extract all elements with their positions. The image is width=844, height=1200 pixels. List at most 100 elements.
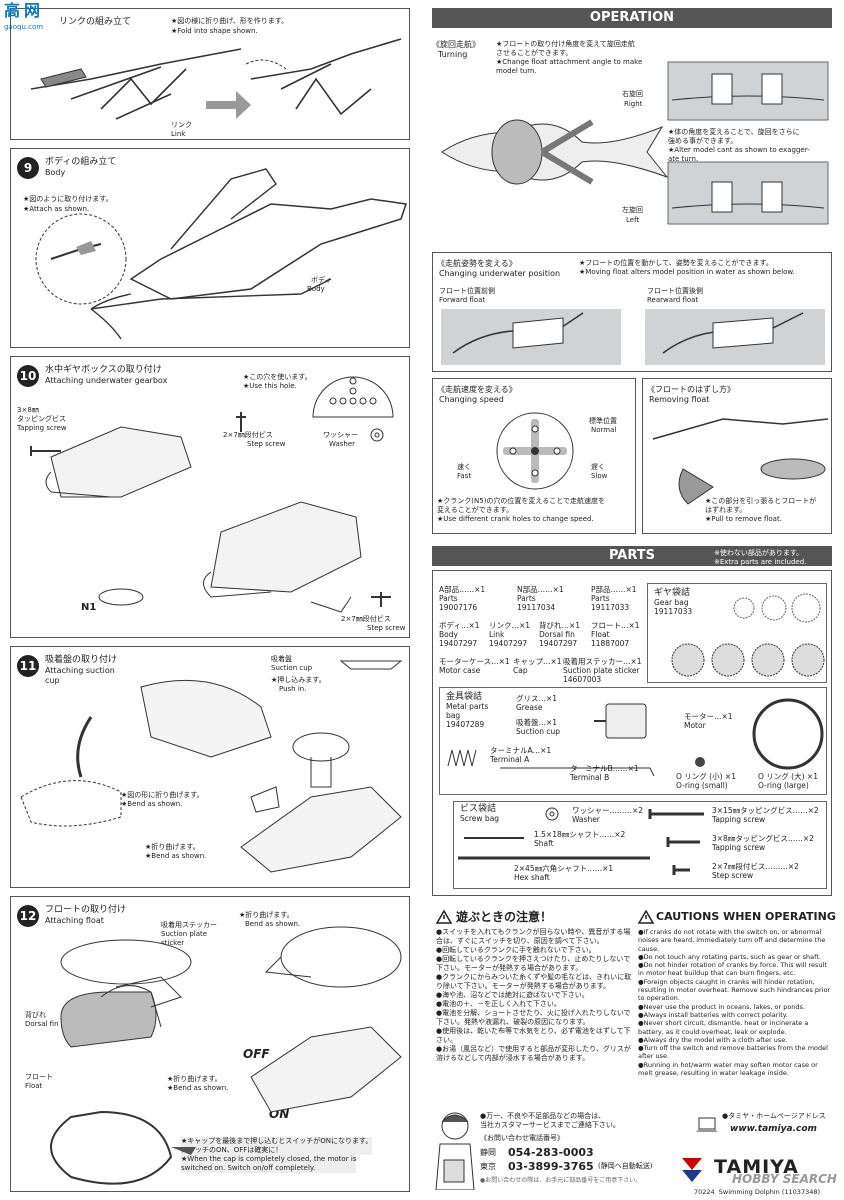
speed-note-en: ★Use different crank holes to change spe… <box>437 515 594 523</box>
step8-note-en: ★Fold into shape shown. <box>171 27 258 35</box>
part-p: P部品……×1 Parts 19117033 <box>591 585 637 612</box>
part-body: ボディ…×1 Body 19407297 <box>439 621 480 648</box>
right-turn-jp: 右旋回 <box>622 90 643 98</box>
turning-note-en: ★Change float attachment angle to make m… <box>496 58 643 75</box>
caution-jp-list: ●スイッチを入れてもクランクが回らない時や、異音がする場合は、すぐにスイッチを切… <box>436 928 632 1063</box>
caution-en-item: ●Running in hot/warm water may soften mo… <box>638 1060 818 1078</box>
step12-sticker-jp: 吸着用ステッカー <box>161 921 217 929</box>
caution-jp-title: 遊ぶときの注意！ <box>456 910 553 924</box>
inquiry-label: 《お問い合わせ電話番号》 <box>480 1134 564 1142</box>
remove-title-en: Removing float <box>649 395 710 404</box>
step12-fin-en: Dorsal fin <box>25 1020 59 1028</box>
caution-en-item: ●Always dry the model with a cloth after… <box>638 1035 788 1044</box>
step11-cup-jp: 吸着盤 <box>271 655 292 663</box>
service-note: ●万一、不良や不足部品などの場合は、 当社カスタマーサービスまでご連絡下さい。 <box>480 1112 620 1129</box>
step9-body-jp: ボディ <box>311 276 332 284</box>
step10-n1: N1 <box>81 602 97 613</box>
step12-title-jp: フロートの取り付け <box>45 905 127 915</box>
tokyo-label: 東京 <box>480 1162 496 1171</box>
caution-jp-item: ●お湯（風呂など）で使用すると部品が変形したり、グリスが溶けるなどして内部が浸水… <box>436 1045 631 1062</box>
step12-number: 12 <box>17 905 39 927</box>
turning-panel: 《旋回走航》 Turning ★フロートの取り付け角度を変えて旋回走航 させるこ… <box>432 32 832 252</box>
step12-bend-en: Bend as shown. <box>245 920 301 928</box>
caution-en-title: CAUTIONS WHEN OPERATING <box>656 910 836 923</box>
part-washer: ワッシャー………×2 Washer <box>572 806 644 824</box>
screw-bag: ビス袋詰 Screw bag ワッシャー………×2 Washer 1.5×18㎜… <box>453 801 827 889</box>
caution-en-item: ●Turn off the switch and remove batterie… <box>638 1044 828 1061</box>
metal-parts-drawing <box>447 698 824 777</box>
slow-jp: 遅く <box>591 463 605 471</box>
parts-panel: A部品……×1 Parts 19007176 N部品……×1 Parts 191… <box>432 570 832 896</box>
step12-float-jp: フロート <box>25 1073 53 1081</box>
forward-float-jp: フロート位置前側 <box>439 287 495 295</box>
screws-drawing <box>458 807 704 875</box>
right-turn-en: Right <box>624 100 643 108</box>
step9-body-en: Body <box>307 285 325 293</box>
cant-note-jp: ★体の角度を変えることで、旋回をさらに 強める事ができます。 <box>668 128 800 145</box>
step11-bend-en: ★Bend as shown. <box>121 800 183 808</box>
part-tap8: 3×8㎜タッピングビス……×2 Tapping screw <box>712 834 814 852</box>
link-wire-drawing <box>30 38 402 120</box>
slow-en: Slow <box>591 472 608 480</box>
operation-header: OPERATION <box>432 8 832 28</box>
remove-note-en: ★Pull to remove float. <box>705 515 782 523</box>
step10-step-jp: 2×7㎜段付ビス <box>223 431 273 439</box>
step11-title-jp: 吸着盤の取り付け <box>45 655 118 665</box>
remove-title-jp: 《フロートのはずし方》 <box>647 385 735 394</box>
caution-jp-item: ●電池を分解、ショートさせたり、火に投げ入れたりしないで下さい。発熱や液漏れ、破… <box>436 1009 631 1026</box>
turning-title-jp: 《旋回走航》 <box>432 40 480 49</box>
screw-bag-label: ビス袋詰 Screw bag <box>460 804 500 824</box>
parts-header: PARTS <box>432 546 832 566</box>
rearward-float-en: Rearward float <box>647 296 699 304</box>
step9-panel: 9 ボディの組み立て Body ★図のように取り付けます。 ★Attach as… <box>10 148 410 348</box>
site-logo-line2: 网 <box>24 1 41 20</box>
step12-panel: 12 フロートの取り付け Attaching float 吸着用ステッカー Su… <box>10 896 410 1192</box>
suction-cup-drawing <box>20 660 403 873</box>
step8-title: リンクの組み立て <box>59 17 132 27</box>
step12-note-jp: ★キャップを最後まで押し込むとスイッチがONになります。 スイッチのON、OFF… <box>181 1137 373 1155</box>
caution-jp-item: ●クランクにからみついた糸くずや髪の毛などは、きれいに取り除いて下さい。モーター… <box>436 973 632 990</box>
step11-push-jp: ★押し込みます。 <box>271 676 326 684</box>
step10-title-jp: 水中ギヤボックスの取り付け <box>45 365 162 375</box>
turning-title-en: Turning <box>438 50 468 59</box>
step12-fin-jp: 背びれ <box>25 1011 46 1019</box>
part-shaft: 1.5×18㎜シャフト……×2 Shaft <box>534 830 626 848</box>
warning-icon <box>638 910 654 924</box>
caution-jp-item: ●スイッチを入れてもクランクが回らない時や、異音がする場合は、すぐにスイッチを切… <box>436 928 631 945</box>
caution-jp-item: ●海や池、沼などでは絶対に遊ばないで下さい。 <box>436 991 589 999</box>
step11-number: 11 <box>17 655 39 677</box>
body-drawing <box>35 168 407 340</box>
step12-bend-jp: ★折り曲げます。 <box>239 911 294 919</box>
tamiya-logo-icon <box>674 1152 710 1188</box>
normal-jp: 標準位置 <box>589 417 617 425</box>
gear-bag-label: ギヤ袋詰 Gear bag 19117033 <box>654 588 693 617</box>
extra-parts-jp: ※使わない部品があります。 <box>714 549 804 557</box>
step10-step2-en: Step screw <box>367 624 406 632</box>
caution-en-item: ●Foreign objects caught in cranks will h… <box>638 977 831 1003</box>
step9-note-en: ★Attach as shown. <box>23 205 90 213</box>
disclaimer: ●お問い合わせの際は、お手元に部品番号をご用意下さい。 <box>480 1177 642 1184</box>
caution-jp-item: ●回転しているクランクを押さえつけたり、止めたりしないで下さい。モーターが発熱す… <box>436 955 631 972</box>
caution-en-item: ●Do not hinder rotation of cranks by for… <box>638 961 827 978</box>
caution-en-item: ●Never short circuit, dismantle, heat or… <box>638 1019 809 1036</box>
remove-float-drawing <box>652 418 829 505</box>
step11-bend2-en: ★Bend as shown. <box>145 852 207 860</box>
caution-en-item: ●Never use the product in oceans, lakes,… <box>638 1002 806 1011</box>
part-oring-small: O リング (小) ×1 O-ring (small) <box>676 772 736 790</box>
caution-en-item: ●Always install batteries with correct p… <box>638 1010 788 1019</box>
phone-tokyo: 03-3899-3765 <box>508 1160 594 1173</box>
step8-link-en: Link <box>171 130 186 138</box>
rearward-float-jp: フロート位置後側 <box>647 287 703 295</box>
speed-title-en: Changing speed <box>439 395 504 404</box>
metal-parts-bag: 金具袋詰 Metal parts bag 19407289 グリス…×1 Gre… <box>439 687 827 795</box>
position-note-jp: ★フロートの位置を動かして、姿勢を変えることができます。 <box>579 259 773 267</box>
cant-note-en: ★Alter model cant as shown to exagger- a… <box>668 146 810 163</box>
step10-tap-en: Tapping screw <box>17 424 67 432</box>
metal-bag-label: 金具袋詰 Metal parts bag 19407289 <box>446 692 489 730</box>
step11-bend-jp: ★図の形に折り曲げます。 <box>121 791 204 799</box>
caution-en-panel: CAUTIONS WHEN OPERATING ●If cranks do no… <box>636 908 836 1088</box>
position-title-en: Changing underwater position <box>439 269 561 278</box>
brand-name: TAMIYA <box>714 1156 799 1178</box>
step8-panel: リンクの組み立て ★図の様に折り曲げ、形を作ります。 ★Fold into sh… <box>10 8 410 140</box>
caution-jp-item: ●電池の＋、－を正しく入れて下さい。 <box>436 1000 561 1008</box>
